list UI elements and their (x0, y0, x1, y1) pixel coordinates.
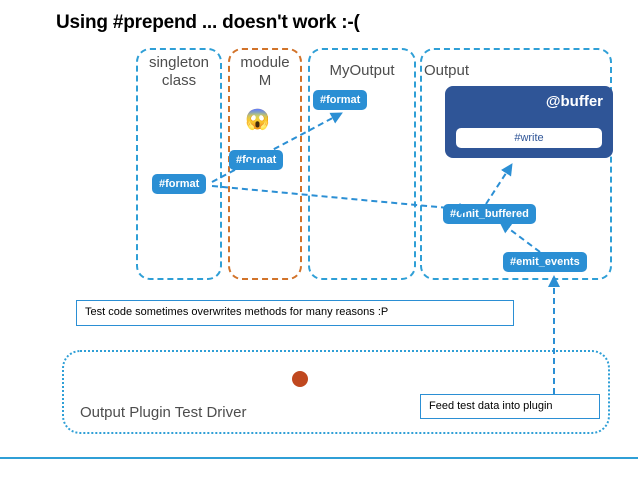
badge-emit-events[interactable]: #emit_events (503, 252, 587, 272)
column-myoutput (308, 48, 416, 280)
column-label-myoutput: MyOutput (329, 62, 395, 79)
driver-label: Output Plugin Test Driver (80, 404, 247, 421)
column-output (420, 48, 612, 280)
output-plugin-test-driver (62, 350, 610, 434)
badge-format-module[interactable]: #format (229, 150, 284, 170)
write-method-label: #write (514, 132, 544, 144)
callout-feed-note: Feed test data into plugin (420, 394, 600, 419)
footer-rule (0, 457, 638, 459)
buffer-title: @buffer (545, 93, 603, 110)
buffer-block: @buffer #write (445, 86, 613, 158)
badge-format-singleton[interactable]: #format (152, 174, 207, 194)
column-label-module-m: module M (240, 54, 290, 89)
badge-format-myoutput[interactable]: #format (313, 90, 368, 110)
column-label-singleton-class: singleton class (148, 54, 210, 89)
driver-dot (292, 371, 308, 387)
badge-emit-buffered[interactable]: #emit_buffered (443, 204, 536, 224)
write-method-box[interactable]: #write (456, 128, 602, 148)
page-title: Using #prepend ... doesn't work :-( (56, 12, 360, 33)
column-label-output: Output (424, 62, 470, 79)
scream-emoji: 😱 (245, 109, 270, 131)
callout-overwrite-note: Test code sometimes overwrites methods f… (76, 300, 514, 326)
